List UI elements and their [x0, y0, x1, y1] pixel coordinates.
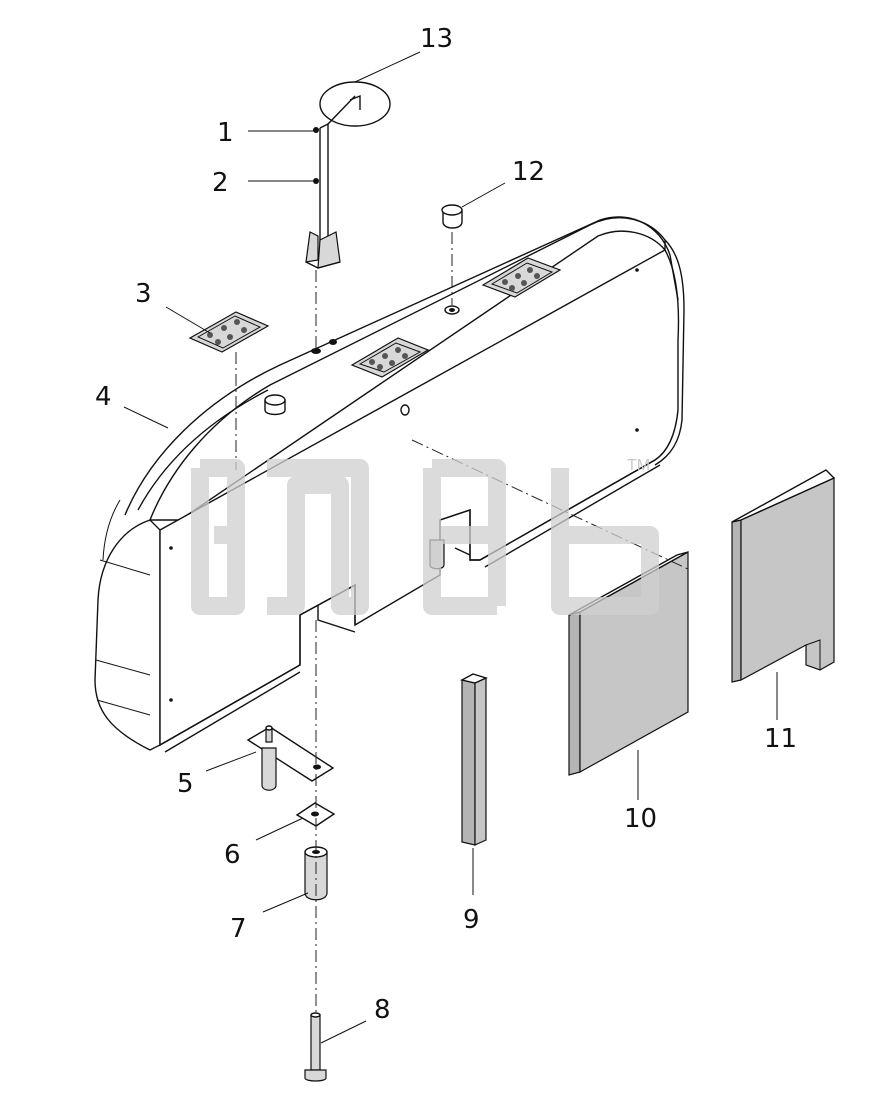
label-8: 8	[374, 995, 391, 1025]
label-3: 3	[135, 279, 152, 309]
label-4: 4	[95, 382, 112, 412]
leader-lines	[123, 51, 778, 1044]
part-7-sleeve	[304, 846, 328, 901]
top-pad-center	[350, 337, 430, 378]
part-9-bar	[460, 673, 488, 846]
watermark-logo: TM	[191, 457, 659, 615]
part-3-pad	[188, 311, 270, 353]
label-11: 11	[764, 724, 797, 754]
part-6-washer	[295, 802, 336, 827]
label-2: 2	[212, 168, 229, 198]
part-10-plate	[568, 550, 689, 776]
mirror-assembly	[305, 81, 391, 269]
label-1: 1	[217, 118, 234, 148]
label-12: 12	[512, 157, 545, 187]
label-5: 5	[177, 769, 194, 799]
label-9: 9	[463, 905, 480, 935]
watermark-tm: TM	[627, 457, 650, 474]
part-8-bolt	[304, 1012, 327, 1082]
part-5-bracket	[246, 725, 335, 791]
label-13: 13	[420, 24, 453, 54]
part-12-plug	[441, 204, 463, 229]
label-6: 6	[224, 840, 241, 870]
part-11-plate	[731, 469, 836, 683]
part-labels: 1 2 3 4 5 6 7 8 9 10 11 12 13	[95, 24, 797, 1025]
label-7: 7	[230, 914, 247, 944]
label-10: 10	[624, 804, 657, 834]
counterweight-body	[94, 216, 685, 753]
top-pad-right	[481, 257, 562, 298]
